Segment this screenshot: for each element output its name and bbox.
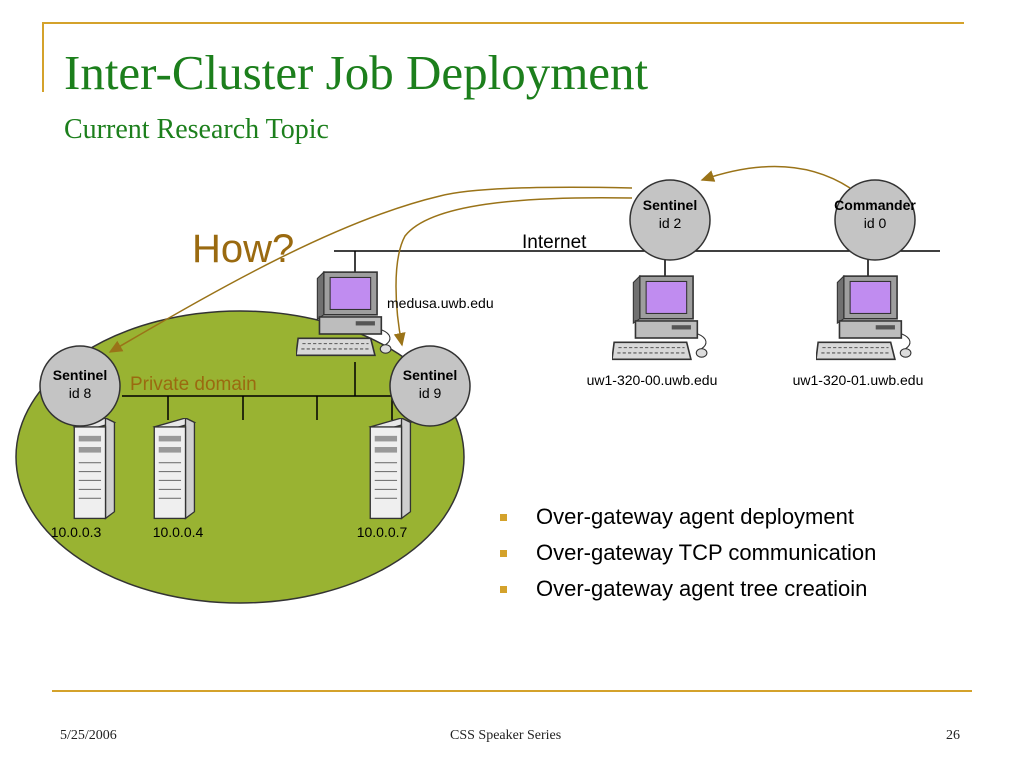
node-id-label: id 8 bbox=[69, 385, 92, 401]
bullet-square-icon bbox=[500, 586, 507, 593]
private-domain-label: Private domain bbox=[130, 374, 257, 395]
bullet-square-icon bbox=[500, 550, 507, 557]
bullet-list: Over-gateway agent deployment Over-gatew… bbox=[496, 502, 876, 610]
server-icon bbox=[73, 418, 116, 520]
footer-page-number: 26 bbox=[946, 728, 960, 743]
node-id-label: id 2 bbox=[659, 215, 682, 231]
server-ip-label: 10.0.0.3 bbox=[51, 524, 102, 540]
node-id-label: id 0 bbox=[864, 215, 887, 231]
server-icon bbox=[153, 418, 196, 520]
node-commander-0 bbox=[834, 179, 916, 261]
top-frame-line bbox=[42, 22, 964, 24]
host-label: uw1-320-01.uwb.edu bbox=[793, 372, 924, 388]
computer-icon bbox=[816, 275, 912, 361]
slide-subtitle: Current Research Topic bbox=[64, 114, 329, 145]
internet-label: Internet bbox=[522, 232, 587, 253]
left-frame-line bbox=[42, 22, 44, 92]
footer-date: 5/25/2006 bbox=[60, 728, 117, 743]
arrow-sentinel2-to-sentinel9 bbox=[393, 196, 633, 347]
node-sentinel-9 bbox=[389, 345, 471, 427]
arrow-sentinel2-to-sentinel8 bbox=[108, 186, 633, 353]
node-sentinel-2 bbox=[629, 179, 711, 261]
node-sentinel-8 bbox=[39, 345, 121, 427]
footer-title: CSS Speaker Series bbox=[450, 728, 562, 743]
host-label: uw1-320-00.uwb.edu bbox=[587, 372, 718, 388]
slide-title: Inter-Cluster Job Deployment bbox=[64, 45, 649, 100]
computer-icon bbox=[612, 275, 708, 361]
bullet-square-icon bbox=[500, 514, 507, 521]
bullet-item: Over-gateway agent tree creatioin bbox=[496, 574, 876, 610]
footer-divider bbox=[52, 690, 972, 692]
private-domain-area bbox=[15, 310, 465, 604]
node-role-label: Sentinel bbox=[53, 367, 107, 383]
server-ip-label: 10.0.0.7 bbox=[357, 524, 408, 540]
node-id-label: id 9 bbox=[419, 385, 442, 401]
bullet-item: Over-gateway agent deployment bbox=[496, 502, 876, 538]
node-role-label: Sentinel bbox=[643, 197, 697, 213]
bullet-item: Over-gateway TCP communication bbox=[496, 538, 876, 574]
server-ip-label: 10.0.0.4 bbox=[153, 524, 204, 540]
node-role-label: Sentinel bbox=[403, 367, 457, 383]
host-label: medusa.uwb.edu bbox=[387, 295, 494, 311]
arrow-commander-to-sentinel2 bbox=[700, 165, 851, 189]
question-label: How? bbox=[192, 227, 294, 271]
node-role-label: Commander bbox=[834, 197, 916, 213]
server-icon bbox=[369, 418, 412, 520]
